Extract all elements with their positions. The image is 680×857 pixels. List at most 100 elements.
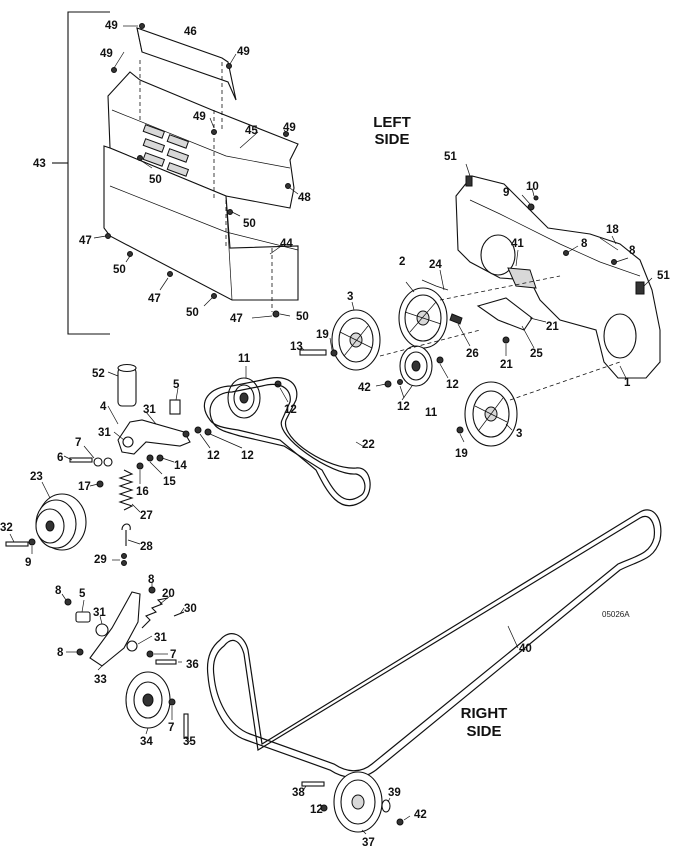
callout: 38 [292, 787, 305, 799]
callout: 33 [94, 674, 107, 686]
callout: 4 [100, 401, 107, 413]
callout: 31 [154, 632, 167, 644]
callout: 18 [606, 224, 619, 236]
callout: 36 [186, 659, 199, 671]
idler-arm-4 [117, 419, 191, 455]
lower-shield-44 [103, 145, 299, 301]
washer-39 [381, 799, 391, 813]
callout: 44 [280, 238, 293, 250]
callout: 12 [397, 401, 410, 413]
belt-40 [206, 509, 662, 779]
left-side-frame [421, 163, 661, 379]
callout: 15 [163, 476, 176, 488]
callout: 42 [414, 809, 427, 821]
callout: 47 [148, 293, 161, 305]
section-headings: LEFT SIDE RIGHT SIDE 05026A [373, 114, 630, 740]
callout: 9 [25, 557, 31, 569]
callout: 26 [466, 348, 479, 360]
callout: 31 [143, 404, 156, 416]
callout-labels: 49 46 49 49 49 45 49 43 50 4 8 50 47 44 5… [0, 20, 670, 849]
bolt-5 [169, 399, 181, 415]
bolt-38 [301, 781, 325, 787]
callout: 7 [168, 722, 174, 734]
callout: 8 [148, 574, 155, 586]
pulley-2 [398, 281, 448, 349]
callout: 5 [173, 379, 180, 391]
callout: 43 [33, 158, 46, 170]
callout: 52 [92, 368, 105, 380]
callout: 37 [362, 837, 375, 849]
callout: 7 [75, 437, 81, 449]
callout: 34 [140, 736, 153, 748]
callout: 16 [136, 486, 149, 498]
callout: 21 [500, 359, 513, 371]
callout: 13 [290, 341, 303, 353]
callout: 49 [105, 20, 118, 32]
belt-22 [203, 377, 371, 507]
pin-26 [449, 313, 463, 325]
bolt-13 [299, 349, 327, 356]
callout: 46 [184, 26, 197, 38]
callout: 8 [581, 238, 588, 250]
pulley-37-group [301, 771, 411, 835]
right-side-tensioner [61, 582, 191, 743]
callout: 3 [347, 291, 353, 303]
vent-slots [142, 124, 190, 177]
callout: 9 [503, 187, 509, 199]
callout: 6 [57, 452, 63, 464]
callout: 12 [241, 450, 254, 462]
callout: 45 [245, 125, 258, 137]
callout: 25 [530, 348, 543, 360]
right-side-heading-line2: SIDE [466, 723, 501, 740]
callout: 50 [149, 174, 162, 186]
callout: 23 [30, 471, 43, 483]
bolt-32 [5, 541, 29, 547]
callout: 12 [207, 450, 220, 462]
eyebolt-28 [121, 523, 131, 546]
callout: 39 [388, 787, 401, 799]
callout: 41 [511, 238, 524, 250]
callout: 49 [100, 48, 113, 60]
callout: 10 [526, 181, 539, 193]
callout: 12 [446, 379, 459, 391]
callout: 50 [186, 307, 199, 319]
eyebolt-30 [173, 611, 185, 617]
bolt-35 [183, 713, 189, 739]
callout: 30 [184, 603, 197, 615]
callout: 21 [546, 321, 559, 333]
callout: 49 [193, 111, 206, 123]
callout: 42 [358, 382, 371, 394]
callout: 7 [170, 649, 176, 661]
callout: 24 [429, 259, 442, 271]
callout: 49 [237, 46, 250, 58]
bracket-51b [635, 281, 645, 295]
callout: 49 [283, 122, 296, 134]
bolt-36 [155, 659, 177, 665]
bolts-left [299, 275, 621, 443]
right-side-heading-line1: RIGHT [461, 705, 508, 722]
spring-27 [118, 469, 134, 511]
frame-hole-lower [603, 313, 637, 359]
shield-assembly [52, 11, 299, 335]
callout: 12 [284, 404, 297, 416]
callout: 51 [444, 151, 457, 163]
left-side-heading-line2: SIDE [374, 131, 409, 148]
left-side-heading-line1: LEFT [373, 114, 411, 131]
sleeve-52 [117, 367, 137, 407]
callout: 19 [455, 448, 468, 460]
callout: 17 [78, 481, 91, 493]
callout: 32 [0, 522, 13, 534]
callout: 22 [362, 439, 375, 451]
callout: 31 [98, 427, 111, 439]
callout: 20 [162, 588, 175, 600]
tensioner-arm-assembly [63, 363, 243, 566]
bracket-51a [465, 175, 473, 187]
idler-pulley-11-left [227, 366, 289, 419]
callout: 19 [316, 329, 329, 341]
bracket-41 [507, 267, 537, 289]
callout: 1 [624, 377, 631, 389]
callout: 8 [57, 647, 64, 659]
callout: 2 [399, 256, 405, 268]
callout: 50 [113, 264, 126, 276]
